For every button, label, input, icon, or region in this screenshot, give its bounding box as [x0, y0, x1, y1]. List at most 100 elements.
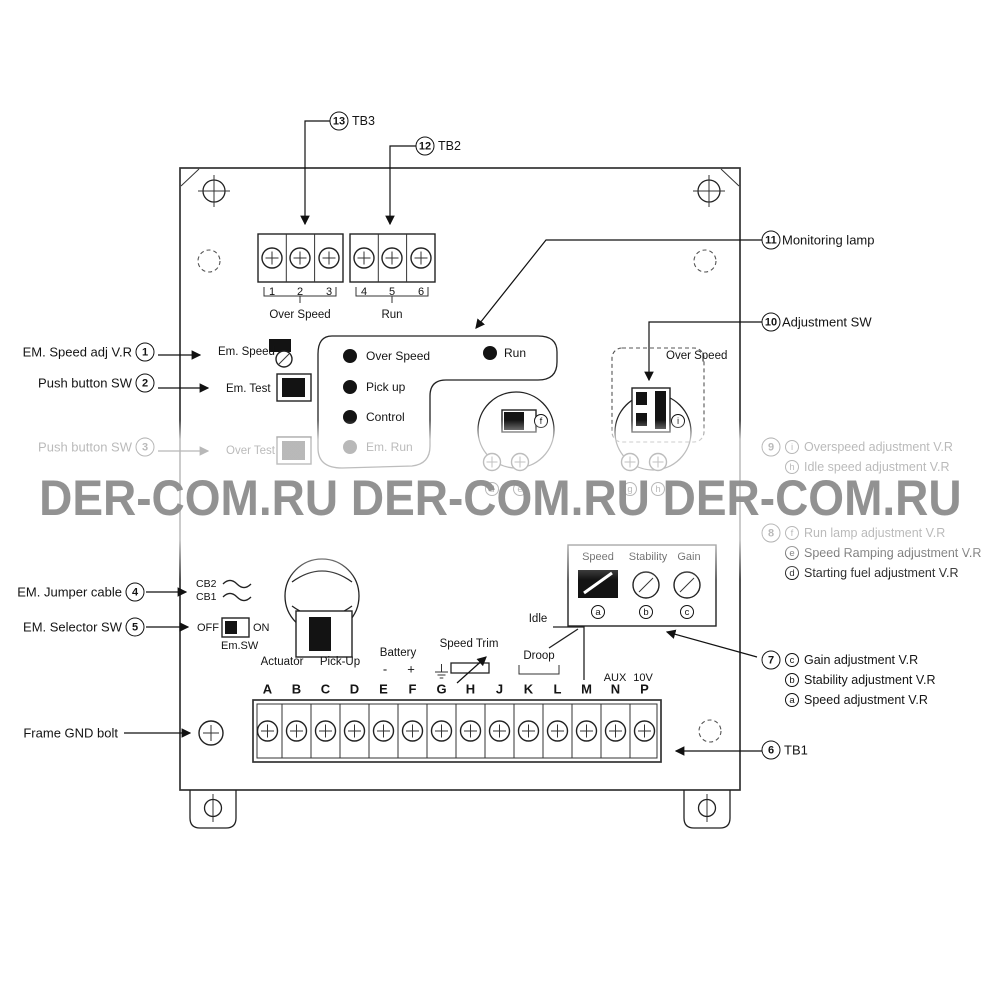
- em-test-label: Em. Test: [226, 383, 271, 395]
- callout-10-badge: 10: [761, 312, 781, 332]
- label-frame-gnd-bolt: Frame GND bolt: [23, 725, 118, 741]
- idle-label: Idle: [528, 613, 548, 625]
- callout-12-badge: 12: [415, 136, 435, 156]
- terminal-number-4: 4: [360, 286, 368, 298]
- callout-6-badge: 6: [761, 740, 781, 760]
- callout-1-badge: 1: [135, 342, 155, 362]
- callout-8-item-e: e Speed Ramping adjustment V.R: [785, 546, 981, 560]
- pot-speed-label: Speed: [582, 551, 614, 563]
- leader-gain-pots: [665, 629, 758, 658]
- starting-fuel-adjustment-label: Starting fuel adjustment V.R: [804, 566, 959, 580]
- callout-7-item-b: b Stability adjustment V.R: [785, 673, 936, 687]
- callout-9-item-h: h Idle speed adjustment V.R: [785, 460, 949, 474]
- pot-stability-label: Stability: [628, 551, 668, 563]
- terminal-number-6: 6: [417, 286, 425, 298]
- letter-d-badge: d: [785, 566, 799, 580]
- tb1-letter-N: N: [610, 681, 621, 697]
- leader-tb3: [300, 120, 330, 226]
- over-test-label: Over Test: [226, 445, 275, 457]
- tb1-letter-K: K: [523, 681, 534, 697]
- callout-13-badge: 13: [329, 111, 349, 131]
- letter-e-badge: e: [785, 546, 799, 560]
- tb1-letter-E: E: [379, 681, 388, 697]
- callout-11-badge: 11: [761, 230, 781, 250]
- tb1-letter-H: H: [465, 681, 476, 697]
- em-run-lamp: [343, 440, 357, 454]
- label-push-button-sw-2: Push button SW: [38, 439, 132, 455]
- speed-adjustment-label: Speed adjustment V.R: [804, 693, 928, 707]
- over-test-button-component: [276, 436, 312, 465]
- letter-b-badge: b: [785, 673, 799, 687]
- tb1-letter-A: A: [262, 681, 273, 697]
- stability-adjustment-label: Stability adjustment V.R: [804, 673, 936, 687]
- callout-9-badge: 9: [761, 437, 781, 457]
- label-push-button-sw-1: Push button SW: [38, 375, 132, 391]
- callout-7-item-c: c Gain adjustment V.R: [785, 653, 918, 667]
- tb1-letter-L: L: [553, 681, 562, 697]
- letter-i-badge: i: [785, 440, 799, 454]
- tb1-terminal-strip: [252, 699, 662, 763]
- em-speed-label: Em. Speed: [218, 346, 275, 358]
- jumper-wires: [222, 579, 252, 602]
- leader-adjustment-sw: [644, 321, 762, 382]
- terminal-number-5: 5: [388, 286, 396, 298]
- aux-label: AUX: [603, 672, 627, 684]
- cluster-d-badge: d: [485, 482, 499, 496]
- callout-7-badge: 7: [761, 650, 781, 670]
- adjustment-box-overspeed-label: Over Speed: [666, 350, 728, 362]
- letter-h-badge: h: [785, 460, 799, 474]
- callout-9-item-i: i Overspeed adjustment V.R: [785, 440, 953, 454]
- frame-gnd-bolt: [198, 720, 224, 746]
- overspeed-lamp: [343, 349, 357, 363]
- speed-trim-pot-symbol: [450, 656, 490, 684]
- em-speed-vr-component: [269, 339, 293, 368]
- mount-tab-right: [683, 790, 731, 829]
- battery-label: Battery: [379, 647, 417, 659]
- tb1-letter-F: F: [408, 681, 417, 697]
- gain-adjustment-label: Gain adjustment V.R: [804, 653, 919, 667]
- pickup-lamp: [343, 380, 357, 394]
- tb3-label: TB3: [352, 114, 375, 128]
- tb2-terminal-block: [349, 233, 436, 303]
- overspeed-lamp-label: Over Speed: [366, 349, 431, 363]
- droop-bracket: [518, 665, 560, 675]
- cb2-label: CB2: [196, 578, 217, 590]
- monitoring-lamp-label: Monitoring lamp: [782, 232, 875, 248]
- tb1-letter-M: M: [581, 681, 592, 697]
- pot-b-badge: b: [639, 605, 653, 619]
- tb1-letter-B: B: [291, 681, 302, 697]
- letter-c-badge: c: [785, 653, 799, 667]
- tb3-group-label: Over Speed: [269, 309, 331, 321]
- control-lamp: [343, 410, 357, 424]
- tb1-letter-G: G: [436, 681, 447, 697]
- pot-a-badge: a: [591, 605, 605, 619]
- callout-8-badge: 8: [761, 523, 781, 543]
- run-lamp-adjustment-label: Run lamp adjustment V.R: [804, 526, 946, 540]
- em-selector-switch-component: [221, 617, 250, 638]
- cluster-g-badge: g: [623, 482, 637, 496]
- terminal-number-1: 1: [268, 286, 276, 298]
- battery-plus-label: +: [407, 661, 415, 677]
- leader-monitoring-lamp: [475, 239, 762, 329]
- droop-label: Droop: [523, 650, 555, 662]
- tb2-group-label: Run: [381, 309, 403, 321]
- letter-f-badge: f: [785, 526, 799, 540]
- cluster-h-badge: h: [651, 482, 665, 496]
- run-lamp: [483, 346, 497, 360]
- callout-5-badge: 5: [125, 617, 145, 637]
- em-test-button-component: [276, 373, 312, 402]
- terminal-number-2: 2: [296, 286, 304, 298]
- wiring-symbols: [435, 626, 585, 684]
- cluster-e-badge: e: [513, 482, 527, 496]
- pickup-label: Pick-Up: [319, 656, 361, 668]
- tb1-letter-D: D: [349, 681, 360, 697]
- callout-2-badge: 2: [135, 373, 155, 393]
- label-em-jumper-cable: EM. Jumper cable: [17, 584, 122, 600]
- pickup-lamp-label: Pick up: [366, 380, 406, 394]
- idle-switch-symbol: [548, 626, 585, 680]
- selector-on-label: ON: [253, 622, 270, 634]
- label-em-selector-sw: EM. Selector SW: [23, 619, 122, 635]
- knockout-hole-left: [197, 249, 221, 273]
- knockout-hole-right: [693, 249, 717, 273]
